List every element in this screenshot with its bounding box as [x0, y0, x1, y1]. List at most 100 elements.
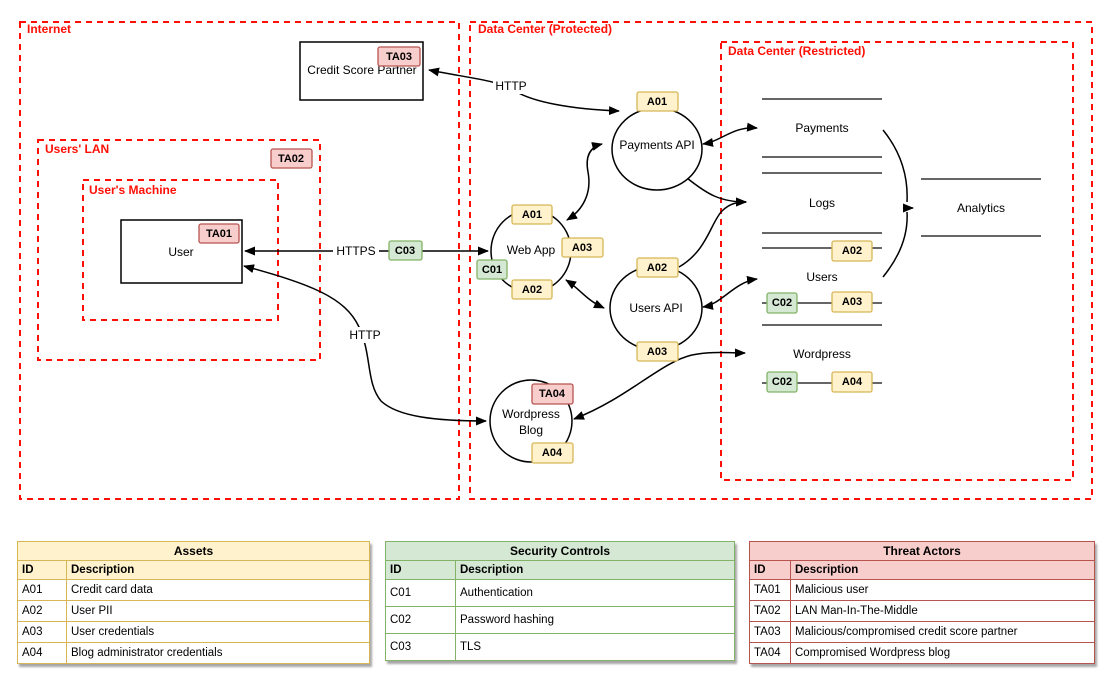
table-row: Security Controls — [385, 541, 735, 561]
svg-text:TA03: TA03 — [386, 51, 412, 63]
flow-blog-wordpress-store — [573, 348, 746, 420]
svg-text:HTTP: HTTP — [495, 79, 526, 93]
badge-a01-payments-api: A01 — [636, 91, 679, 112]
svg-text:A02: A02 — [647, 262, 667, 274]
cell-id: A01 — [17, 579, 67, 601]
badge-ta02-lan: TA02 — [270, 148, 313, 169]
col-header-description: Description — [790, 560, 1095, 580]
badge-ta03-credit-partner: TA03 — [377, 46, 421, 67]
boundary-users-lan — [37, 139, 321, 361]
cell-id: TA03 — [749, 621, 791, 643]
node-label-wordpress-blog-1: Wordpress — [502, 407, 560, 421]
col-header-description: Description — [66, 560, 370, 580]
badge-a03-web-app: A03 — [561, 237, 604, 258]
badge-c02-wordpress-store: C02 — [766, 371, 798, 393]
table-row: Threat Actors — [749, 541, 1095, 561]
node-label-users-api: Users API — [629, 301, 682, 315]
store-logs: Logs — [762, 172, 882, 234]
cell-description: LAN Man-In-The-Middle — [790, 600, 1095, 622]
cell-description: User PII — [66, 600, 370, 622]
boundary-label-internet: Internet — [27, 22, 71, 36]
node-label-user: User — [168, 245, 193, 259]
badge-a03-users-store: A03 — [831, 291, 873, 313]
table-row: ID Description — [17, 560, 370, 580]
boundary-datacenter-restricted — [720, 41, 1074, 481]
svg-text:TA01: TA01 — [206, 228, 232, 240]
cell-description: Blog administrator credentials — [66, 642, 370, 664]
store-payments: Payments — [762, 98, 882, 158]
svg-text:A03: A03 — [647, 346, 667, 358]
cell-id: C03 — [385, 633, 456, 661]
svg-text:C02: C02 — [772, 297, 792, 309]
svg-text:A03: A03 — [572, 242, 592, 254]
cell-id: A03 — [17, 621, 67, 643]
badge-c02-users-store: C02 — [766, 292, 798, 314]
svg-text:C03: C03 — [395, 245, 415, 257]
badge-a04-wordpress-store: A04 — [831, 371, 873, 393]
flow-user-wordpress-blog — [243, 264, 487, 426]
cell-id: TA02 — [749, 600, 791, 622]
flow-webapp-payments-api — [566, 142, 603, 221]
table-row: ID Description — [385, 560, 735, 580]
cell-description: Password hashing — [455, 606, 735, 634]
flow-payments-store-analytics — [882, 129, 908, 203]
flow-payments-api-payments-store — [702, 122, 758, 147]
cell-id: A02 — [17, 600, 67, 622]
flow-users-api-users-store — [702, 275, 758, 310]
svg-text:TA04: TA04 — [539, 388, 566, 400]
badge-a01-web-app: A01 — [511, 204, 553, 225]
flow-webapp-users-api — [565, 279, 605, 309]
badge-a02-users-api: A02 — [636, 257, 679, 278]
node-label-wordpress-blog-2: Blog — [519, 423, 543, 437]
col-header-id: ID — [17, 560, 67, 580]
store-label-analytics: Analytics — [957, 201, 1005, 215]
threat-model-diagram: Internet Data Center (Protected) Data Ce… — [19, 21, 1093, 500]
svg-text:C01: C01 — [482, 264, 502, 276]
actors-table-title: Threat Actors — [749, 541, 1095, 561]
flow-payments-api-logs — [686, 177, 747, 207]
svg-text:A01: A01 — [522, 209, 542, 221]
store-label-wordpress: Wordpress — [793, 347, 851, 361]
flow-users-api-logs — [678, 197, 747, 268]
svg-text:HTTPS: HTTPS — [336, 244, 375, 258]
badge-a02-web-app: A02 — [511, 279, 553, 300]
svg-text:TA02: TA02 — [278, 153, 304, 165]
cell-description: Credit card data — [66, 579, 370, 601]
cell-id: TA01 — [749, 579, 791, 601]
store-analytics: Analytics — [921, 178, 1041, 237]
badge-c03-https-flow: C03 — [388, 240, 423, 261]
badge-a02-users-store: A02 — [831, 240, 873, 262]
flow-label-http-blog: HTTP — [347, 327, 383, 343]
cell-description: Malicious/compromised credit score partn… — [790, 621, 1095, 643]
svg-text:A04: A04 — [542, 447, 563, 459]
store-label-payments: Payments — [795, 121, 848, 135]
badge-ta01-user: TA01 — [198, 223, 240, 244]
cell-description: Malicious user — [790, 579, 1095, 601]
node-label-payments-api: Payments API — [619, 138, 694, 152]
col-header-description: Description — [455, 560, 735, 580]
cell-description: TLS — [455, 633, 735, 661]
cell-id: A04 — [17, 642, 67, 664]
col-header-id: ID — [385, 560, 456, 580]
col-header-id: ID — [749, 560, 791, 580]
flow-users-store-analytics — [882, 211, 908, 278]
table-row: ID Description — [749, 560, 1095, 580]
badge-a04-blog: A04 — [531, 442, 574, 464]
boundary-internet — [19, 21, 460, 500]
cell-id: C01 — [385, 579, 456, 607]
cell-description: Authentication — [455, 579, 735, 607]
boundary-datacenter-protected — [469, 21, 1093, 500]
controls-table-title: Security Controls — [385, 541, 735, 561]
table-row: Assets — [17, 541, 370, 561]
cell-id: C02 — [385, 606, 456, 634]
